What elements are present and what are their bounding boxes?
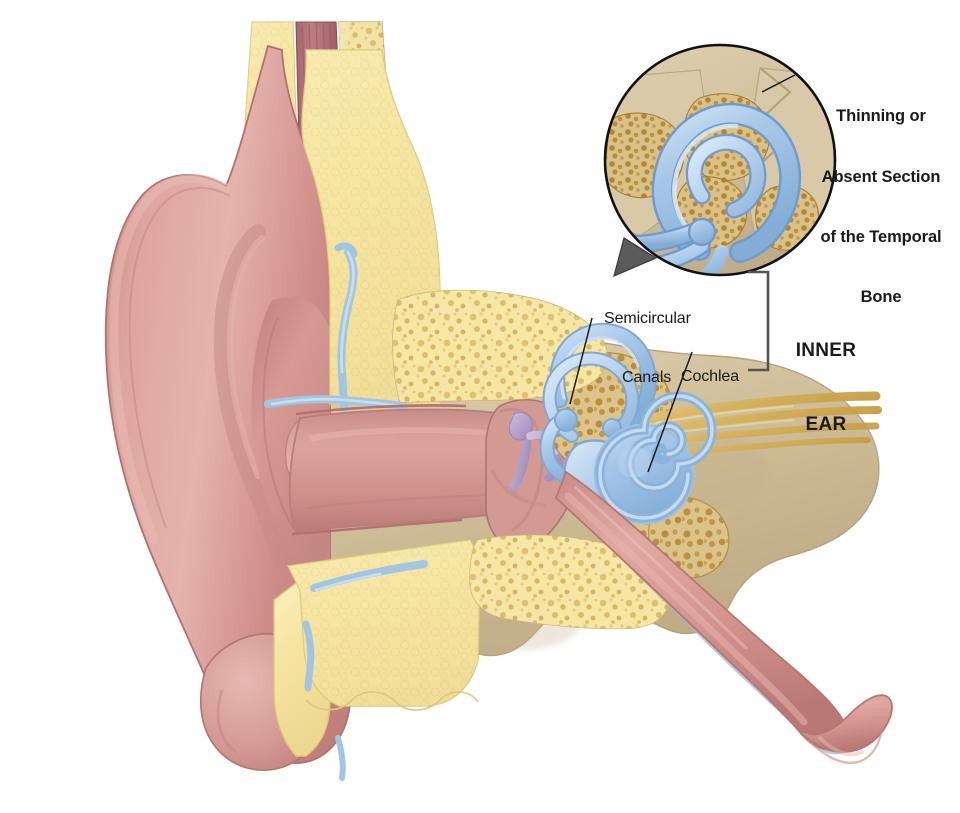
semicircular-canals-line-1: Semicircular — [604, 310, 691, 328]
label-inner-ear: INNER EAR — [783, 290, 869, 488]
label-semicircular-canals: Semicircular Canals — [604, 270, 691, 426]
callout-line-1: Thinning or — [836, 107, 926, 126]
blood-vessels — [264, 242, 428, 781]
inner-ear-line-1: INNER — [795, 340, 857, 362]
magnified-inset — [603, 43, 837, 278]
callout-line-2: Absent Section — [821, 167, 941, 186]
label-temporal-bone-callout: Thinning or Absent Section of the Tempor… — [806, 66, 956, 348]
leader-temporal-bone — [761, 74, 796, 93]
label-cochlea: Cochlea — [681, 328, 739, 426]
callout-line-3: of the Temporal — [820, 228, 942, 246]
leader-cochlea — [647, 351, 693, 473]
inset-ring — [603, 43, 837, 277]
inner-ear-bracket — [748, 270, 770, 372]
callout-line-4: Bone — [860, 288, 902, 307]
leader-lines — [569, 74, 796, 473]
pinna-auricle — [104, 44, 352, 771]
leader-semicircular-canals — [569, 317, 593, 405]
cochlea — [593, 391, 717, 525]
inset-pointer-triangle — [613, 237, 658, 278]
inner-ear-line-2: EAR — [805, 414, 847, 436]
cochlea-line-1: Cochlea — [681, 368, 740, 386]
semicircular-canals-line-2: Canals — [622, 368, 672, 386]
eustachian-tube — [554, 470, 893, 765]
